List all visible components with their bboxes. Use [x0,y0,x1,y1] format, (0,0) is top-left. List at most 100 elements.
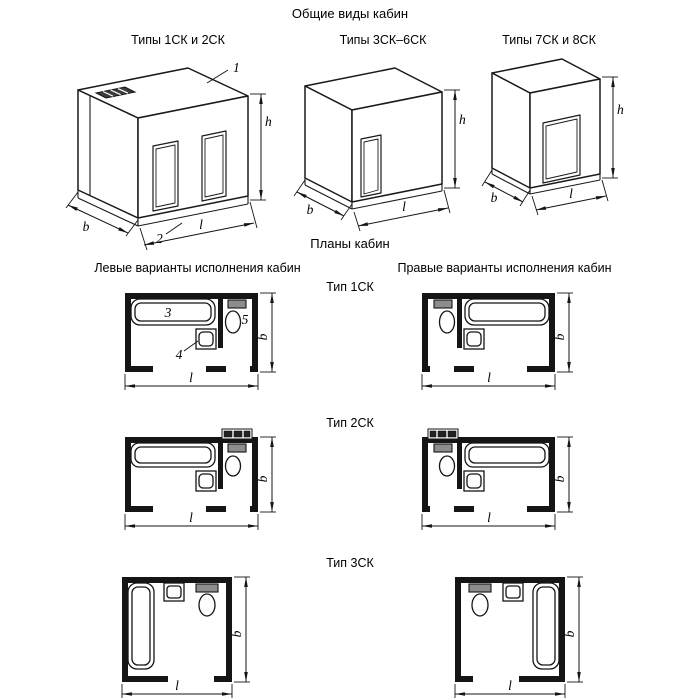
plan2-left-dim-l-label: l [189,510,193,525]
view1-dim-l-label: l [199,217,203,232]
wall-bottom-stub [250,506,258,512]
wall-top [125,293,258,299]
cabin-left-face [491,72,531,189]
plan1-left-dim-b-label: b [255,333,270,340]
callout-4-label: 4 [176,347,183,362]
grille-divider [102,90,114,97]
iso-view-7sk-8sk: b l h [481,58,624,216]
plan-type-3-label: Тип 3СК [326,556,374,570]
door-frame [545,118,578,180]
wall-bottom-stub [214,676,232,682]
dim-l-ext [353,211,361,232]
bathtub-inner [134,302,212,322]
plan-2sk-right-mirrored [421,428,556,513]
plinth-bottom [351,190,443,210]
door-opening [542,114,581,184]
toilet-tank [227,299,247,309]
dim-b-ext [65,191,79,209]
grille-divider [117,88,129,94]
dim-l-line [357,207,449,227]
section-title-general-views: Общие виды кабин [291,6,409,21]
dim-b-ext [481,169,493,187]
callout-4-leader [183,340,199,352]
door-frame-1 [155,144,176,208]
plan1-left-dim-l-label: l [189,370,193,385]
wall-top [125,437,258,443]
plan3-left-dim-l-label: l [175,678,179,693]
dim-l-line [535,195,607,211]
dim-l-ext [601,179,609,202]
view2-dim-b-label: b [307,202,314,217]
plan-3sk-left [122,577,232,682]
left-variants-heading: Левые варианты исполнения кабин [94,261,301,275]
door-frame-2 [204,134,224,198]
plan2-right-dim-l-label: l [487,510,491,525]
plan1-right-dim-l-label: l [487,370,491,385]
plan-1sk-right-mirrored [421,292,556,373]
view1-dim-b-label: b [83,219,90,234]
wall-bottom-stub [122,676,168,682]
wall-bottom-stub [206,506,226,512]
iso-view-1sk-2sk: 1 2 b l h [65,60,272,251]
dim-b-line [296,191,345,217]
toilet-bowl [198,593,216,617]
wall-left [125,437,131,512]
view3-title: Типы 7СК и 8СК [502,33,596,47]
sink-bowl [198,473,214,489]
plan3-left-dim-b-label: b [229,630,244,637]
door-frame [363,138,379,195]
door-opening-2 [201,130,227,202]
toilet-tank [195,583,219,593]
view1-dim-h-label: h [265,114,272,129]
right-variants-heading: Правые варианты исполнения кабин [397,261,612,275]
wall-top [122,577,232,583]
partition-wall [218,299,223,348]
toilet-tank [227,443,247,453]
plan2-right-dim-b-label: b [552,475,567,482]
callout-1-label: 1 [233,60,240,75]
wall-bottom-stub [206,366,226,372]
plan-2sk-left [125,428,258,512]
callout-2-leader [165,222,183,235]
sink-bowl [166,585,182,599]
dim-l-ext [531,195,539,216]
dim-b-ext [519,189,531,207]
wall-right [226,577,232,682]
view1-title: Типы 1СК и 2СК [131,33,225,47]
plan-3sk-right-mirrored [454,576,566,683]
view2-title: Типы 3СК–6СК [339,33,427,47]
door-opening-1 [152,140,179,212]
plinth-bottom [137,203,249,227]
wall-right [252,293,258,372]
wall-left [122,577,128,682]
section-title-plans: Планы кабин [310,236,390,251]
grille-divider [110,89,121,96]
view3-dim-b-label: b [491,190,498,205]
view3-dim-l-label: l [569,186,573,201]
toilet-bowl [224,310,242,334]
plan-type-2-label: Тип 2СК [326,416,374,430]
wall-left [125,293,131,372]
dim-l-line [143,222,255,246]
wall-bottom-stub [125,366,153,372]
callout-3-label: 3 [164,305,172,320]
view2-dim-l-label: l [402,199,406,214]
plan-1sk-left [125,293,258,372]
wall-right [252,437,258,512]
plan3-right-dim-l-label: l [508,678,512,693]
plan2-left-dim-b-label: b [255,475,270,482]
toilet-bowl [224,455,242,477]
wall-bottom-stub [250,366,258,372]
view3-dim-h-label: h [617,102,624,117]
plan-type-1-label: Тип 1СК [326,280,374,294]
dim-l-ext [139,227,148,251]
plinth-bottom [529,179,601,195]
dim-b-line [484,181,524,203]
dim-b-ext [293,179,306,197]
bathtub-inner [134,446,212,464]
bathtub-inner [131,586,151,666]
vent-cell [233,430,243,438]
dim-b-ext [125,219,139,237]
